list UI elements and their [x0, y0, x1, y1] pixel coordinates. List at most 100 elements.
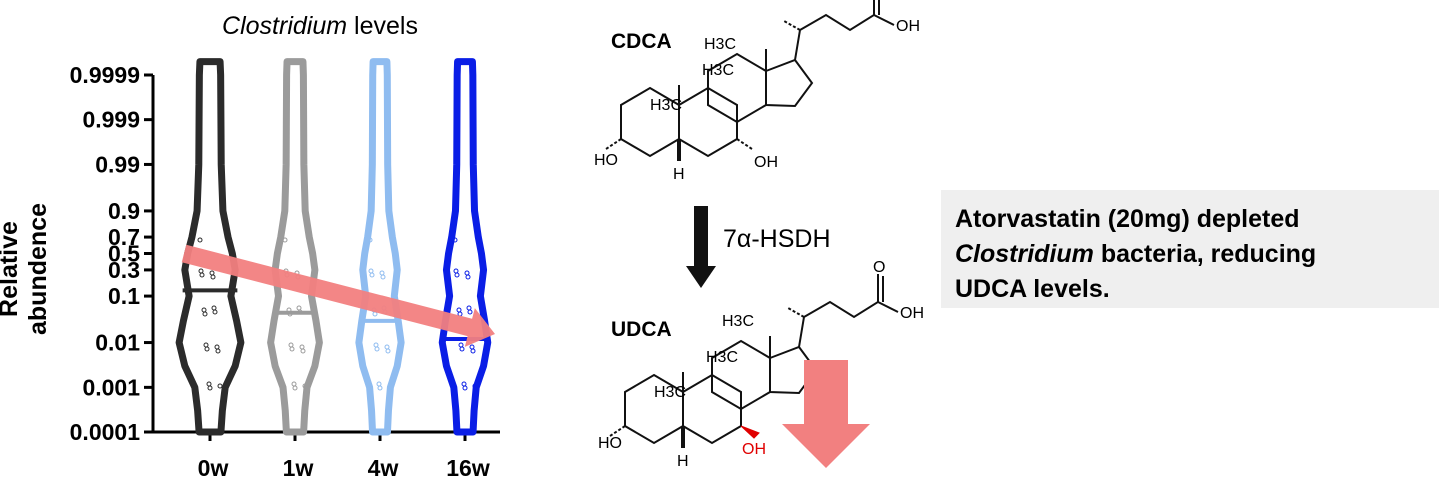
summary-line-1: Atorvastatin (20mg) depleted — [955, 205, 1300, 233]
sample-dot — [372, 311, 378, 317]
cdca-methyl-2: H3C — [702, 62, 734, 79]
sample-dot — [466, 305, 472, 311]
violin-16w — [438, 58, 492, 436]
udca-structure: H3C H3C H3C HO OH H O OH — [598, 259, 924, 470]
chart-title-italic: Clostridium — [222, 12, 348, 40]
y-tick-label: 0.0001 — [70, 419, 141, 445]
sample-dot — [198, 268, 204, 274]
x-tick-label: 1w — [283, 455, 314, 481]
sample-dot — [201, 307, 207, 313]
sample-dot — [458, 342, 464, 348]
chart-trend-arrow — [181, 244, 495, 347]
udca-methyl-1: H3C — [654, 384, 686, 401]
trend-arrow-shape — [181, 244, 495, 347]
sample-dot — [454, 272, 460, 278]
udca-highlight-bond — [740, 425, 760, 439]
sample-dot — [380, 274, 386, 280]
sample-dot — [209, 270, 215, 276]
sample-dot — [202, 311, 208, 317]
sample-dot — [374, 346, 380, 352]
y-tick-label: 0.5 — [108, 241, 140, 267]
sample-dot — [462, 385, 468, 391]
y-tick-label: 0.9999 — [70, 62, 140, 88]
sample-dot — [292, 385, 298, 391]
cdca-acid-oh: OH — [896, 18, 920, 35]
x-tick-label: 4w — [368, 455, 399, 481]
cdca-h: H — [673, 166, 685, 183]
udca-acid-oh: OH — [900, 305, 924, 322]
sample-dot — [368, 268, 374, 274]
sample-dot — [367, 237, 373, 243]
y-tick-label: 0.7 — [108, 224, 140, 250]
udca-acid-o: O — [873, 259, 885, 276]
summary-line-2-rest: bacteria, reducing — [1093, 240, 1317, 268]
sample-dot — [384, 344, 390, 350]
sample-dot — [204, 346, 210, 352]
y-tick-label: 0.99 — [95, 151, 140, 177]
udca-h: H — [677, 453, 689, 470]
sample-dot — [465, 274, 471, 280]
cdca-oh: OH — [754, 154, 778, 171]
summary-italic: Clostridium — [955, 240, 1094, 268]
sample-dot — [286, 307, 292, 313]
sample-dot — [387, 383, 393, 389]
sample-dot — [469, 344, 475, 350]
sample-dot — [299, 344, 305, 350]
sample-dot — [379, 270, 385, 276]
summary-box: Atorvastatin (20mg) depleted Clostridium… — [941, 190, 1439, 308]
reaction-arrow — [686, 206, 716, 288]
cdca-methyl-3: H3C — [704, 36, 736, 53]
sample-dot — [214, 344, 220, 350]
sample-dot — [217, 383, 223, 389]
udca-oh: OH — [742, 441, 766, 458]
sample-dot — [302, 383, 308, 389]
sample-dot — [385, 348, 391, 354]
cdca-ho: HO — [594, 152, 618, 169]
y-tick-label: 0.3 — [108, 257, 140, 283]
chart-axes: 0.9999 0.999 0.99 0.90.70.50.30.1 0.01 0.001 0… — [70, 62, 500, 481]
product-label: UDCA — [611, 318, 672, 341]
sample-dot — [461, 381, 467, 387]
sample-dot — [453, 268, 459, 274]
sample-dot — [210, 274, 216, 280]
sample-dot — [288, 342, 294, 348]
y-tick-label: 0.01 — [95, 330, 140, 356]
sample-dot — [211, 305, 217, 311]
sample-dot — [282, 237, 288, 243]
chart-title-rest: levels — [347, 12, 418, 40]
sample-dot — [369, 272, 375, 278]
sample-dot — [472, 383, 478, 389]
sample-dot — [300, 348, 306, 354]
sample-dot — [456, 307, 462, 313]
violin-1w — [267, 58, 323, 436]
summary-line-2: Clostridium bacteria, reducing — [955, 237, 1425, 272]
violin-0w — [175, 58, 245, 436]
sample-dot — [199, 272, 205, 278]
sample-dot — [459, 346, 465, 352]
sample-dot — [296, 305, 302, 311]
enzyme-label: 7α-HSDH — [723, 225, 831, 253]
decrease-arrow — [782, 360, 870, 468]
sample-dot — [291, 381, 297, 387]
sample-dot — [207, 385, 213, 391]
cdca-structure: H3C H3C H3C HO OH H O OH — [594, 0, 920, 183]
udca-methyl-2: H3C — [706, 349, 738, 366]
sample-dot — [467, 309, 473, 315]
chart-violins — [175, 58, 492, 436]
y-tick-label: 0.001 — [82, 374, 140, 400]
sample-dot — [203, 342, 209, 348]
sample-dot — [464, 270, 470, 276]
udca-methyl-3: H3C — [722, 313, 754, 330]
y-tick-label: 0.1 — [108, 283, 140, 309]
sample-dot — [215, 348, 221, 354]
sample-dot — [197, 237, 203, 243]
y-tick-label: 0.999 — [82, 107, 140, 133]
cdca-methyl-1: H3C — [650, 97, 682, 114]
sample-dot — [470, 348, 476, 354]
violin-4w — [355, 58, 405, 436]
x-tick-label: 16w — [446, 455, 490, 481]
y-tick-label: 0.9 — [108, 198, 140, 224]
substrate-label: CDCA — [611, 30, 672, 53]
